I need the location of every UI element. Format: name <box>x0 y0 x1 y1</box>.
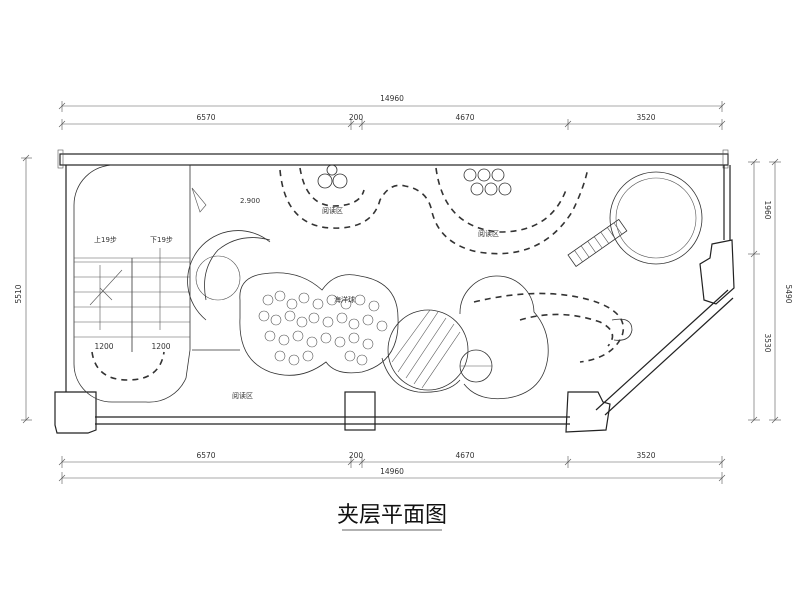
elevation-label: 2.900 <box>240 197 260 205</box>
right-platform <box>567 171 703 268</box>
dim-right-upper: 1960 <box>763 200 772 219</box>
dim-right-total: 5490 <box>784 284 793 303</box>
stair-down-label: 下19步 <box>150 236 173 244</box>
ball-pool-label: 海洋球 <box>334 295 355 304</box>
stairs: 上19步 下19步 1200 1200 <box>73 164 207 403</box>
dim-bottom-seg-1: 6570 <box>196 451 215 460</box>
dim-top-seg-2: 200 <box>349 113 364 122</box>
top-dimension-chain: 14960 6570 200 4670 3520 <box>58 94 726 130</box>
stool-cluster-left <box>317 164 348 189</box>
structural-columns <box>54 239 735 434</box>
dim-top-seg-1: 6570 <box>196 113 215 122</box>
dim-bottom-seg-3: 4670 <box>455 451 474 460</box>
left-dimension: 5510 <box>14 154 32 424</box>
column-bottom-right <box>565 391 611 433</box>
dim-top-seg-4: 3520 <box>636 113 655 122</box>
ball-pool-balls <box>258 290 388 366</box>
column-bottom-left <box>54 391 97 434</box>
bottom-dimension-chain: 6570 200 4670 3520 14960 <box>58 451 726 484</box>
column-bottom-middle <box>344 391 376 431</box>
outer-walls <box>57 149 734 425</box>
dim-overall-bottom: 14960 <box>380 467 404 476</box>
right-dimensions: 1960 3530 5490 <box>748 158 793 424</box>
ball-pool: 海洋球 <box>239 272 399 376</box>
dim-top-seg-3: 4670 <box>455 113 474 122</box>
dim-bottom-seg-4: 3520 <box>636 451 655 460</box>
reading-area-label-3: 阅读区 <box>232 391 253 400</box>
ladder <box>567 218 628 268</box>
reading-area-label-2: 阅读区 <box>478 229 499 238</box>
reading-area-label-1: 阅读区 <box>322 206 343 215</box>
stair-width-left: 1200 <box>94 342 113 351</box>
dim-bottom-seg-2: 200 <box>349 451 364 460</box>
drawing-title: 夹层平面图 <box>337 503 447 528</box>
upper-reading-areas: 阅读区 阅读区 2.900 <box>240 164 589 255</box>
dim-right-lower: 3530 <box>763 333 772 352</box>
left-circular-platforms <box>187 230 271 321</box>
stool-cluster-right <box>463 168 512 196</box>
dim-overall-top: 14960 <box>380 94 404 103</box>
lower-middle-platforms <box>381 275 633 400</box>
dim-left-height: 5510 <box>14 284 23 303</box>
column-right <box>699 239 735 305</box>
stair-up-label: 上19步 <box>94 235 117 244</box>
stair-width-right: 1200 <box>151 342 170 351</box>
